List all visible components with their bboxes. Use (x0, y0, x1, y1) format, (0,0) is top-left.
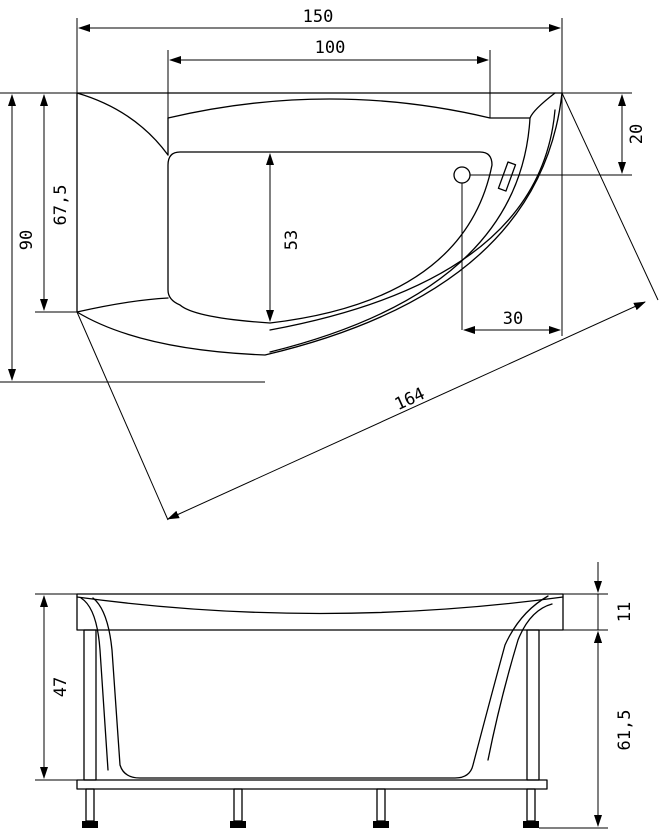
dim-label-53: 53 (282, 230, 302, 250)
dim-label-47: 47 (51, 677, 71, 697)
bathtub-outline-top (76, 92, 563, 356)
dim-line-164 (167, 301, 646, 520)
bathtub-body-side (92, 595, 549, 779)
dim-label-30: 30 (503, 309, 523, 329)
drain-hole (453, 166, 471, 184)
top-view: 150 100 90 67,5 53 20 30 164 (0, 7, 659, 521)
bathtub-rim-side (76, 593, 564, 631)
dim-label-20: 20 (627, 124, 647, 144)
rim-top-curve (76, 596, 564, 615)
frame-leg-right (526, 629, 540, 781)
dim-label-67-5: 67,5 (51, 185, 71, 226)
frame-base (76, 779, 548, 790)
dim-label-11: 11 (615, 602, 635, 622)
inner-basin (167, 151, 493, 324)
inner-rim (167, 92, 556, 119)
side-view: 47 11 61,5 (35, 562, 635, 829)
dim-label-61-5: 61,5 (615, 710, 635, 751)
backrest-left (76, 92, 169, 156)
frame-leg-left (83, 629, 97, 781)
support-feet (82, 788, 539, 828)
dim-label-164: 164 (392, 384, 428, 415)
overflow-slot (497, 161, 517, 192)
dim-label-90: 90 (17, 230, 37, 250)
dim-label-100: 100 (315, 38, 346, 58)
dim-label-150: 150 (303, 7, 334, 27)
